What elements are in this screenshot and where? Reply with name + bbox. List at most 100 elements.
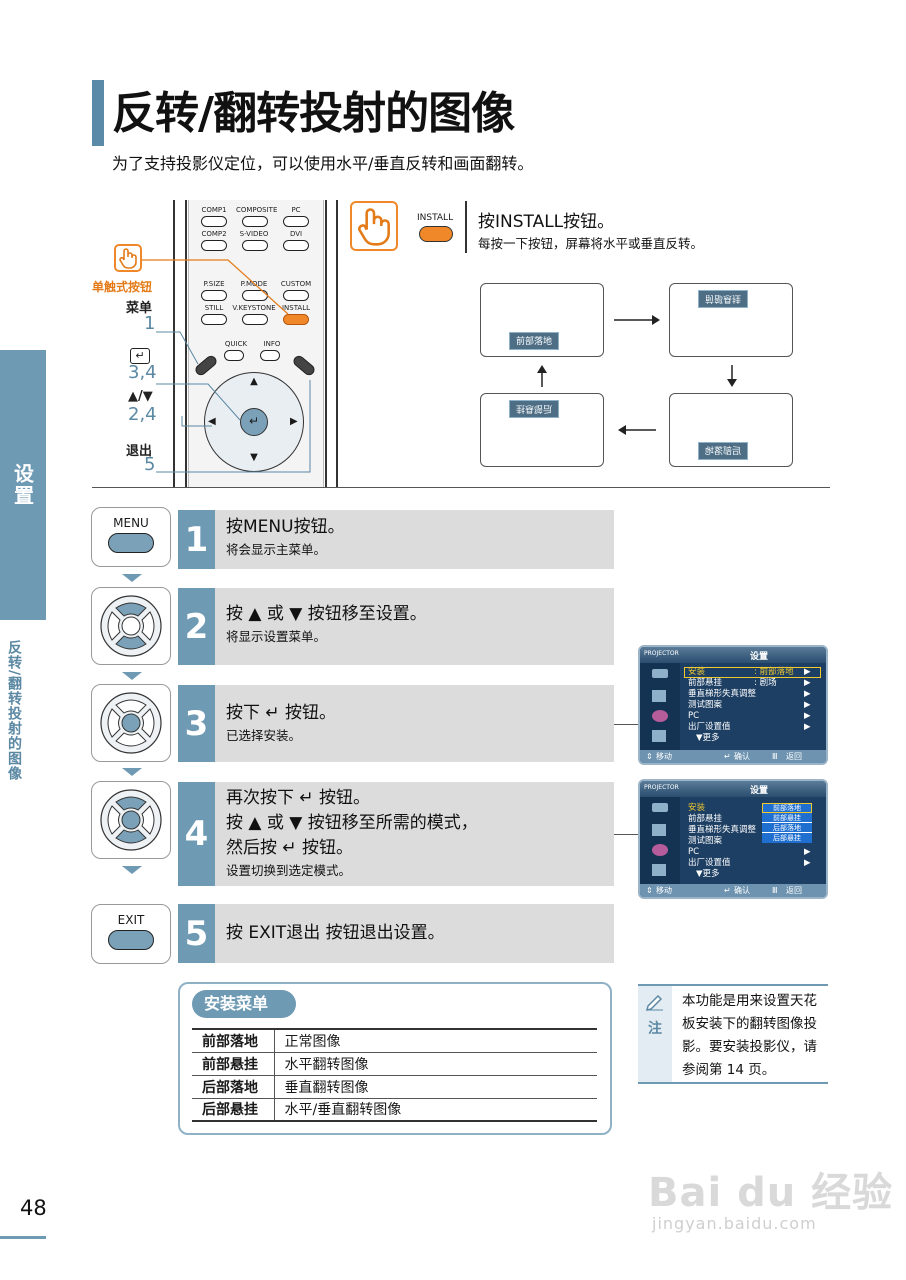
osd-item: 前部悬挂: 剧场▶ <box>688 678 811 688</box>
enter-button[interactable]: ↵ <box>240 408 268 436</box>
step-arrow-icon <box>122 768 142 776</box>
note-bottom-rule <box>638 1082 828 1084</box>
osd-header: PROJECTOR 设置 <box>640 647 826 663</box>
step-instruction: 按MENU按钮。 <box>226 517 345 537</box>
custom-button[interactable] <box>283 290 309 301</box>
osd-item: ▼更多 <box>696 869 720 879</box>
osd-leader-line <box>614 834 638 835</box>
osd-item: ▼更多 <box>696 733 720 743</box>
dvi-button[interactable] <box>283 240 309 251</box>
table-row: 后部悬挂水平/垂直翻转图像 <box>192 1098 597 1122</box>
osd-item: 安装 <box>688 803 706 813</box>
install-button[interactable] <box>283 314 309 325</box>
pencil-icon <box>644 990 666 1016</box>
step-4: 4 再次按下 ↵ 按钮。 按 ▲ 或 ▼ 按钮移至所需的模式， 然后按 ↵ 按钮… <box>178 782 614 886</box>
remote-frame-line <box>336 200 338 488</box>
exit-key-label: EXIT <box>117 913 145 927</box>
comp2-label: COMP2 <box>201 230 227 238</box>
exit-key-box: EXIT <box>91 904 171 964</box>
note-label: 注 <box>648 1021 662 1037</box>
step-instruction: 再次按下 ↵ 按钮。 <box>226 788 371 808</box>
legend-leader-lines <box>156 331 311 473</box>
composite-label: COMPOSITE <box>236 206 278 214</box>
osd-option[interactable]: 前部悬挂 <box>762 813 812 823</box>
osd-setup-menu: PROJECTOR 设置 安装: 前部落地▶ 前部悬挂: 剧场▶ 垂直梯形失真调… <box>638 645 828 765</box>
svideo-label: S-VIDEO <box>239 230 269 238</box>
psize-button[interactable] <box>201 290 227 301</box>
screen-rear-ceiling: 后部悬挂 <box>480 393 604 467</box>
install-menu-heading: 安装菜单 <box>192 990 296 1018</box>
osd-title: 设置 <box>750 652 769 662</box>
step-arrow-icon <box>122 866 142 874</box>
table-row: 前部落地正常图像 <box>192 1028 597 1053</box>
menu-key-label: MENU <box>113 516 149 530</box>
legend-exit-num: 5 <box>144 454 156 475</box>
osd-selection-highlight <box>684 667 821 678</box>
step-instruction: 按 EXIT退出 按钮退出设置。 <box>226 923 445 943</box>
install-divider <box>465 201 467 253</box>
dpad-updown-icon <box>100 595 162 657</box>
exit-key-icon <box>108 930 154 950</box>
page-number: 48 <box>20 1196 47 1220</box>
osd-option[interactable]: 后部落地 <box>762 823 812 833</box>
comp2-button[interactable] <box>201 240 227 251</box>
vkeystone-button[interactable] <box>242 314 268 325</box>
dpad-enter-updown-icon <box>100 789 162 851</box>
install-menu-table: 前部落地正常图像 前部悬挂水平翻转图像 后部落地垂直翻转图像 后部悬挂水平/垂直… <box>192 1028 597 1122</box>
left-arrow-icon[interactable]: ◀ <box>208 416 216 427</box>
screen-tag: 前部落地 <box>509 332 560 350</box>
install-key-label: INSTALL <box>417 213 454 223</box>
osd-install-submenu: PROJECTOR 设置 安装 前部悬挂 垂直梯形失真调整 测试图案 PC▶ 出… <box>638 779 828 899</box>
note-top-rule <box>638 984 828 986</box>
still-button[interactable] <box>201 314 227 325</box>
dpad-enter-icon <box>100 692 162 754</box>
step-arrow-icon <box>122 672 142 680</box>
screen-rear-floor: 后部落地 <box>669 393 793 467</box>
screen-front-ceiling: 前部悬挂 <box>669 283 793 357</box>
osd-item: 测试图案▶ <box>688 700 811 710</box>
quick-button[interactable] <box>224 350 244 361</box>
step-number: 1 <box>178 510 215 569</box>
osd-footer: ⇕ 移动 ↵ 确认 Ⅲ 返回 <box>640 750 826 763</box>
table-row: 后部落地垂直翻转图像 <box>192 1075 597 1099</box>
osd-sidebar-icons <box>640 663 680 754</box>
menu-key-box: MENU <box>91 507 171 567</box>
pc-button[interactable] <box>283 216 309 227</box>
info-button[interactable] <box>260 350 280 361</box>
osd-item: 前部悬挂 <box>688 814 723 824</box>
dvi-label: DVI <box>289 230 303 238</box>
step-arrow-icon <box>122 574 142 582</box>
right-arrow-icon[interactable]: ▶ <box>290 416 298 427</box>
down-arrow-icon[interactable]: ▼ <box>250 452 258 463</box>
step-result: 已选择安装。 <box>226 728 302 743</box>
osd-header: PROJECTOR 设置 <box>640 781 826 797</box>
custom-label: CUSTOM <box>280 280 312 288</box>
comp1-button[interactable] <box>201 216 227 227</box>
osd-footer: ⇕ 移动 ↵ 确认 Ⅲ 返回 <box>640 884 826 897</box>
legend-menu-label: 菜单 <box>126 301 153 316</box>
dpad-key-box <box>91 587 171 665</box>
legend-exit-label: 退出 <box>126 444 153 459</box>
quick-label: QUICK <box>224 340 248 348</box>
osd-item: 测试图案 <box>688 836 723 846</box>
table-row: 前部悬挂水平翻转图像 <box>192 1052 597 1076</box>
step-5: 5 按 EXIT退出 按钮退出设置。 <box>178 904 614 963</box>
up-arrow-icon[interactable]: ▲ <box>250 376 258 387</box>
svideo-button[interactable] <box>242 240 268 251</box>
side-section-label: 反转/翻转投射的图像 <box>6 640 22 782</box>
osd-option[interactable]: 后部悬挂 <box>762 833 812 843</box>
step-result: 设置切换到选定模式。 <box>226 863 352 878</box>
page-number-rule <box>0 1236 46 1239</box>
step-instruction: 然后按 ↵ 按钮。 <box>226 838 354 858</box>
rotation-arrows <box>537 315 737 435</box>
one-touch-hand-icon <box>114 244 142 272</box>
osd-option-selected[interactable]: 前部落地 <box>762 803 812 813</box>
step-number: 5 <box>178 904 215 963</box>
page-subtitle: 为了支持投影仪定位，可以使用水平/垂直反转和画面翻转。 <box>112 154 534 173</box>
composite-button[interactable] <box>242 216 268 227</box>
install-description: 每按一下按钮，屏幕将水平或垂直反转。 <box>478 236 704 251</box>
step-3: 3 按下 ↵ 按钮。 已选择安装。 <box>178 685 614 762</box>
legend-updown-label: ▲/▼ <box>128 389 153 404</box>
legend-menu-num: 1 <box>144 313 156 334</box>
remote-frame-line <box>173 200 175 488</box>
